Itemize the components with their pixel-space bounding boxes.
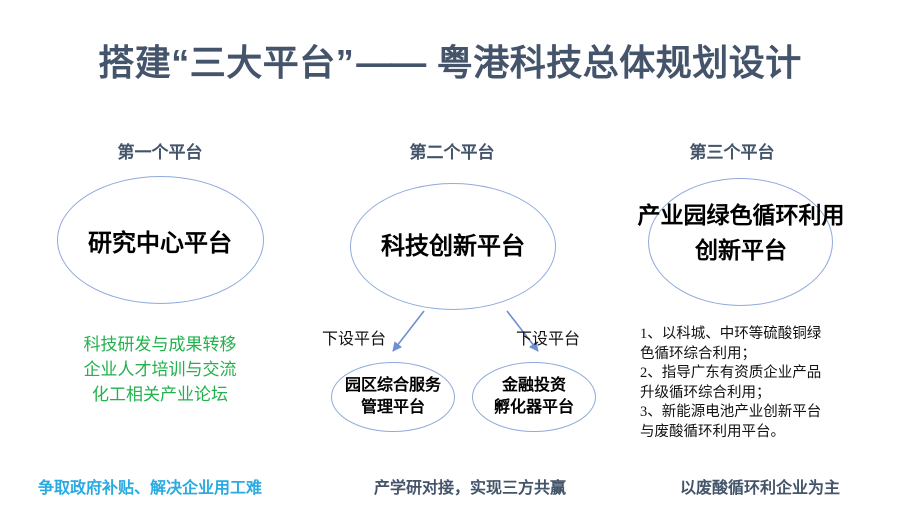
numbered-line-4: 升级循环综合利用； [640, 384, 771, 401]
bottom-caption-platform-1: 争取政府补贴、解决企业用工难 [37, 480, 262, 497]
bottom-caption-platform-3: 以废酸循环利企业为主 [679, 480, 840, 497]
green-bullet-list-platform-1: 科技研发与成果转移 企业人才培训与交流 化工相关产业论坛 [40, 332, 280, 407]
ellipse-label-platform-3: 产业园绿色循环利用 创新平台 [610, 198, 872, 267]
green-line-2: 企业人才培训与交流 [83, 360, 237, 379]
title-main-text: 搭建“三大平台” [98, 42, 355, 83]
ellipse-label-platform-1: 研究中心平台 [88, 230, 232, 257]
sub-ellipse-label-2-line-1: 金融投资 [501, 377, 566, 394]
sub-ellipse-label-1: 园区综合服务 管理平台 [325, 375, 461, 418]
numbered-line-5: 3、新能源电池产业创新平台 [640, 404, 822, 420]
ellipse-shape-platform-1 [57, 176, 264, 304]
sub-ellipse-label-2: 金融投资 孵化器平台 [466, 375, 602, 418]
ellipse-label-platform-2: 科技创新平台 [381, 233, 525, 260]
column-header-platform-3: 第三个平台 [689, 143, 775, 162]
sub-ellipse-label-1-line-2: 管理平台 [360, 398, 425, 416]
ellipse-shape-platform-2 [350, 183, 556, 310]
arrow-caption-left: 下设平台 [322, 331, 387, 348]
sub-ellipse-shape-2 [472, 362, 596, 432]
numbered-line-3: 2、指导广东有资质企业产品 [640, 365, 822, 381]
numbered-list-platform-3: 1、以科城、中环等硫酸铜绿 色循环综合利用； 2、指导广东有资质企业产品 升级循… [640, 325, 858, 442]
column-header-platform-1: 第一个平台 [117, 143, 203, 162]
bottom-caption-platform-2: 产学研对接，实现三方共赢 [373, 480, 566, 497]
numbered-line-1: 1、以科城、中环等硫酸铜绿 [640, 326, 822, 342]
column-header-platform-2: 第二个平台 [409, 143, 495, 162]
green-line-1: 科技研发与成果转移 [83, 335, 237, 354]
ellipse-label-platform-3-line-1: 产业园绿色循环利用 [637, 202, 845, 228]
numbered-line-6: 与废酸循环利用平台。 [640, 423, 785, 440]
arrow-caption-right: 下设平台 [516, 331, 581, 348]
sub-ellipse-label-2-line-2: 孵化器平台 [493, 398, 574, 416]
sub-ellipse-label-1-line-1: 园区综合服务 [344, 377, 441, 394]
green-line-3: 化工相关产业论坛 [92, 385, 228, 404]
ellipse-shape-platform-3 [648, 178, 833, 306]
title-dash: —— [356, 42, 426, 83]
numbered-line-2: 色循环综合利用； [640, 345, 756, 362]
sub-ellipse-shape-1 [331, 362, 455, 432]
ellipse-label-platform-3-line-2: 创新平台 [695, 236, 787, 263]
page-title: 搭建“三大平台”—— 粤港科技总体规划设计 [0, 40, 900, 86]
title-sub-text: 粤港科技总体规划设计 [436, 42, 802, 83]
arrow-left [392, 310, 425, 352]
